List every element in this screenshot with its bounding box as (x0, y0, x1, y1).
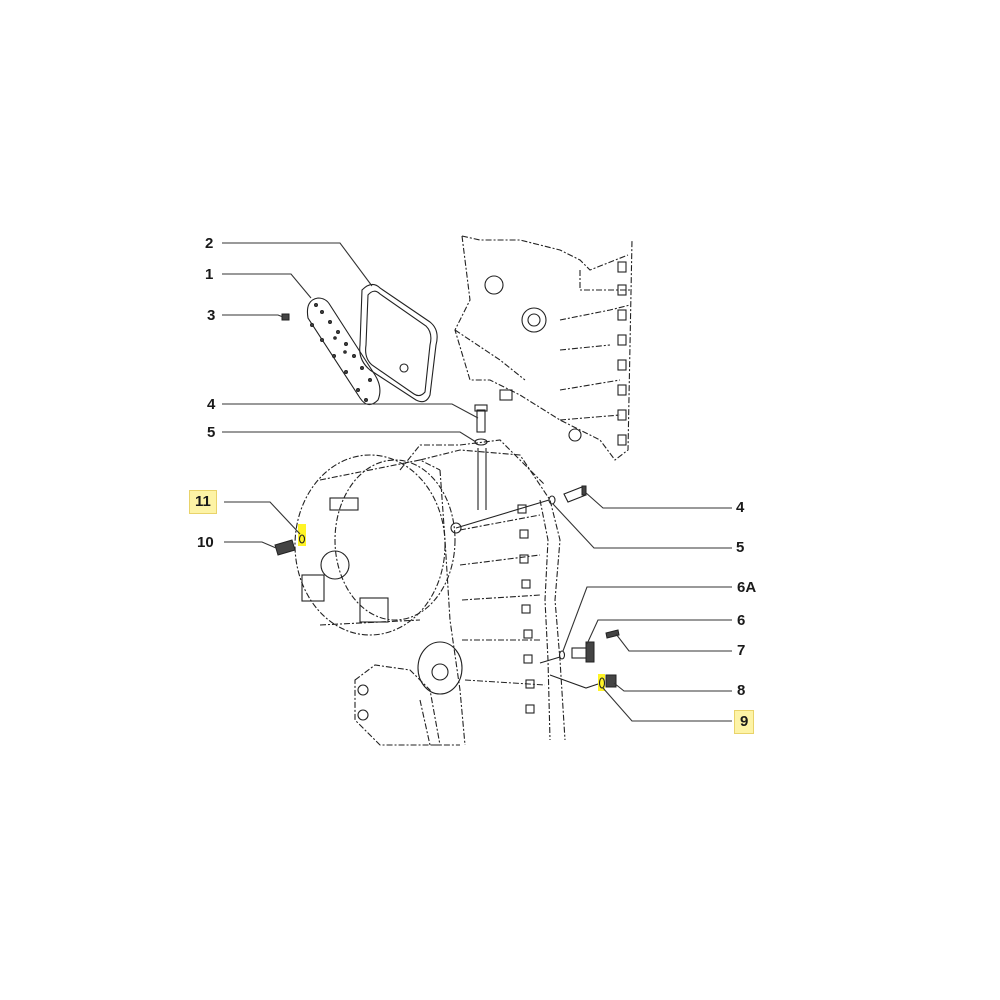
sensor-part-4-right (563, 485, 587, 503)
callout-11-highlighted: 11 (189, 490, 217, 514)
callout-6: 6 (737, 612, 746, 629)
cover-plate-part-1 (306, 297, 381, 406)
seal-ring-part-9 (598, 677, 606, 689)
callout-2: 2 (205, 235, 214, 252)
screw-part-7 (605, 629, 620, 639)
screw-part-3 (281, 313, 290, 321)
o-ring-part-5-right (548, 495, 556, 505)
callout-4-upper: 4 (207, 396, 216, 413)
speed-sensor-part-6 (571, 641, 595, 663)
callout-5-right: 5 (736, 539, 745, 556)
gasket-part-2 (359, 283, 438, 403)
callout-3: 3 (207, 307, 216, 324)
o-ring-part-6a (558, 650, 566, 660)
callout-9-highlighted: 9 (734, 710, 755, 734)
callout-5-upper: 5 (207, 424, 216, 441)
callout-1: 1 (205, 266, 214, 283)
callout-8: 8 (737, 682, 746, 699)
rear-housing-drawing (454, 235, 633, 461)
sensor-part-4-upper (474, 404, 488, 433)
leader-lines (222, 242, 732, 722)
callout-10: 10 (197, 534, 214, 551)
sensor-part-10 (274, 539, 296, 556)
transmission-body-drawing (294, 439, 566, 746)
seal-ring-part-11 (298, 534, 306, 544)
plug-part-8 (605, 674, 617, 688)
callout-6a: 6A (737, 579, 757, 596)
callout-4-right: 4 (736, 499, 745, 516)
callout-7: 7 (737, 642, 746, 659)
